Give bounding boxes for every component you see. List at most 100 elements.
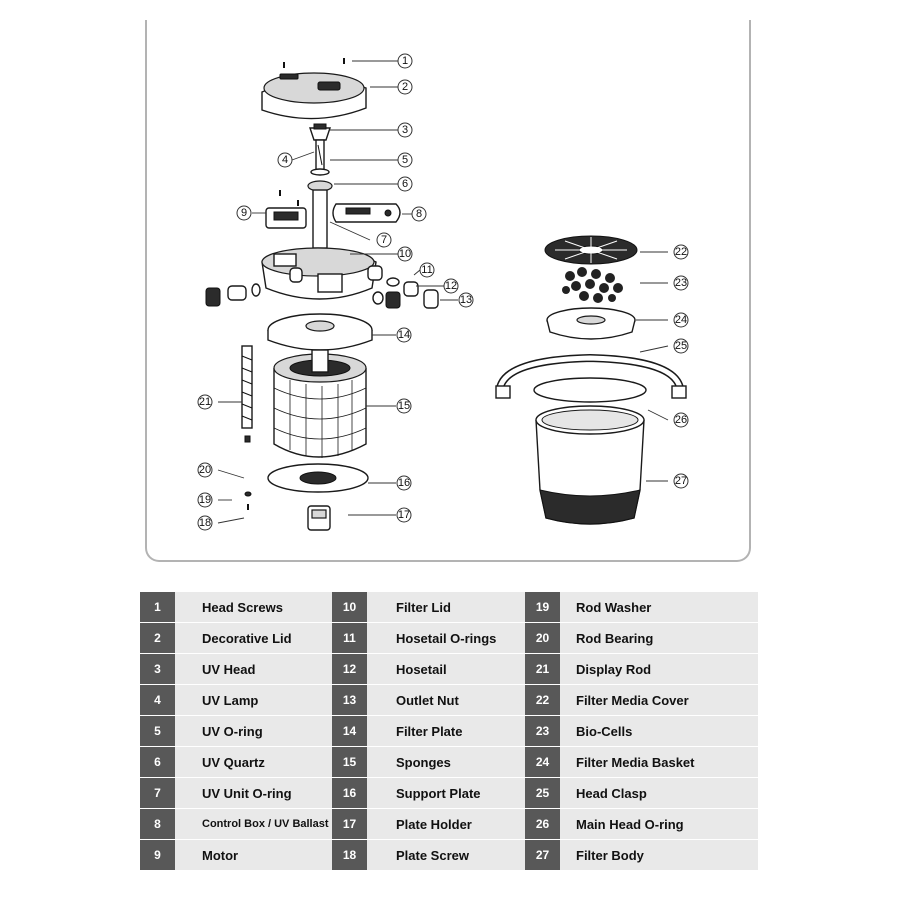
part-name: Plate Screw <box>396 847 469 863</box>
part-name: Hosetail O-rings <box>396 630 497 646</box>
part-name: Control Box / UV Ballast <box>202 818 329 830</box>
part-name: Filter Plate <box>396 723 463 739</box>
part-number: 13 <box>332 685 367 715</box>
filter-media-cover <box>544 235 638 265</box>
part-number: 19 <box>525 592 560 622</box>
callout-12: 12 <box>443 278 459 294</box>
bio-cells <box>562 267 623 303</box>
main-head-o-ring <box>533 377 647 403</box>
part-name: Filter Body <box>576 847 644 863</box>
sponges <box>273 349 367 458</box>
control-box <box>332 203 401 223</box>
part-number: 6 <box>140 747 175 777</box>
legend-row: 5 UV O-ring 14 Filter Plate 23 Bio-Cells <box>140 716 758 746</box>
svg-text:26: 26 <box>675 414 687 426</box>
filter-body <box>535 405 645 525</box>
part-name: UV Head <box>202 661 256 677</box>
legend-row: 9 Motor 18 Plate Screw 27 Filter Body <box>140 840 758 870</box>
part-number: 17 <box>332 809 367 839</box>
callout-20: 20 <box>197 462 213 478</box>
part-name: UV O-ring <box>202 723 263 739</box>
part-number: 21 <box>525 654 560 684</box>
callout-25: 25 <box>673 338 689 354</box>
part-name: Outlet Nut <box>396 692 459 708</box>
svg-text:20: 20 <box>199 464 211 476</box>
legend-row: 6 UV Quartz 15 Sponges 24 Filter Media B… <box>140 747 758 777</box>
part-number: 26 <box>525 809 560 839</box>
filter-media-basket <box>546 307 636 340</box>
uv-lamp <box>315 139 325 171</box>
part-number: 25 <box>525 778 560 808</box>
legend-row: 1 Head Screws 10 Filter Lid 19 Rod Washe… <box>140 592 758 622</box>
svg-text:5: 5 <box>402 154 408 166</box>
svg-text:3: 3 <box>402 124 408 136</box>
part-number: 15 <box>332 747 367 777</box>
callout-14: 14 <box>396 327 412 343</box>
inlet-fittings <box>205 283 261 307</box>
part-name: Filter Media Cover <box>576 692 689 708</box>
svg-text:23: 23 <box>675 277 687 289</box>
svg-text:12: 12 <box>445 280 457 292</box>
callout-16: 16 <box>396 475 412 491</box>
callout-17: 17 <box>396 507 412 523</box>
svg-text:13: 13 <box>460 294 472 306</box>
svg-text:6: 6 <box>402 178 408 190</box>
svg-text:7: 7 <box>381 234 387 246</box>
decorative-lid <box>261 72 367 120</box>
part-number: 8 <box>140 809 175 839</box>
callout-6: 6 <box>397 176 413 192</box>
part-name: Support Plate <box>396 785 481 801</box>
part-number: 23 <box>525 716 560 746</box>
callout-15: 15 <box>396 398 412 414</box>
callout-18: 18 <box>197 515 213 531</box>
legend-row: 4 UV Lamp 13 Outlet Nut 22 Filter Media … <box>140 685 758 715</box>
part-number: 16 <box>332 778 367 808</box>
svg-text:2: 2 <box>402 81 408 93</box>
callout-10: 10 <box>397 246 413 262</box>
part-name: Main Head O-ring <box>576 816 684 832</box>
support-plate <box>267 463 369 493</box>
part-number: 20 <box>525 623 560 653</box>
svg-text:24: 24 <box>675 314 687 326</box>
uv-quartz <box>307 180 333 249</box>
part-number: 10 <box>332 592 367 622</box>
svg-text:19: 19 <box>199 494 211 506</box>
svg-text:10: 10 <box>399 248 411 260</box>
part-name: Plate Holder <box>396 816 472 832</box>
callout-7: 7 <box>376 232 392 248</box>
part-name: Bio-Cells <box>576 723 633 739</box>
part-number: 18 <box>332 840 367 870</box>
filter-lid <box>261 247 383 300</box>
uv-o-ring <box>310 168 330 176</box>
svg-text:11: 11 <box>421 264 432 276</box>
part-name: UV Lamp <box>202 692 259 708</box>
head-screws <box>283 58 345 68</box>
callout-4: 4 <box>277 152 293 168</box>
callout-26: 26 <box>673 412 689 428</box>
leader-lines <box>217 60 669 524</box>
part-number: 9 <box>140 840 175 870</box>
rod-small-parts <box>244 491 252 510</box>
svg-text:14: 14 <box>398 329 410 341</box>
part-number: 24 <box>525 747 560 777</box>
part-number: 1 <box>140 592 175 622</box>
svg-text:25: 25 <box>675 340 687 352</box>
callout-23: 23 <box>673 275 689 291</box>
part-number: 22 <box>525 685 560 715</box>
svg-text:18: 18 <box>199 517 211 529</box>
legend-row: 7 UV Unit O-ring 16 Support Plate 25 Hea… <box>140 778 758 808</box>
svg-text:21: 21 <box>199 396 211 408</box>
motor <box>265 190 307 229</box>
part-name: Filter Lid <box>396 599 451 615</box>
callout-27: 27 <box>673 473 689 489</box>
callout-11: 11 <box>419 262 435 278</box>
svg-text:4: 4 <box>282 154 288 166</box>
part-name: Rod Bearing <box>576 630 654 646</box>
svg-text:8: 8 <box>416 208 422 220</box>
part-name: Display Rod <box>576 661 652 677</box>
uv-head <box>309 123 331 141</box>
callout-24: 24 <box>673 312 689 328</box>
part-name: Head Clasp <box>576 785 647 801</box>
svg-text:16: 16 <box>398 477 410 489</box>
legend-row: 3 UV Head 12 Hosetail 21 Display Rod <box>140 654 758 684</box>
